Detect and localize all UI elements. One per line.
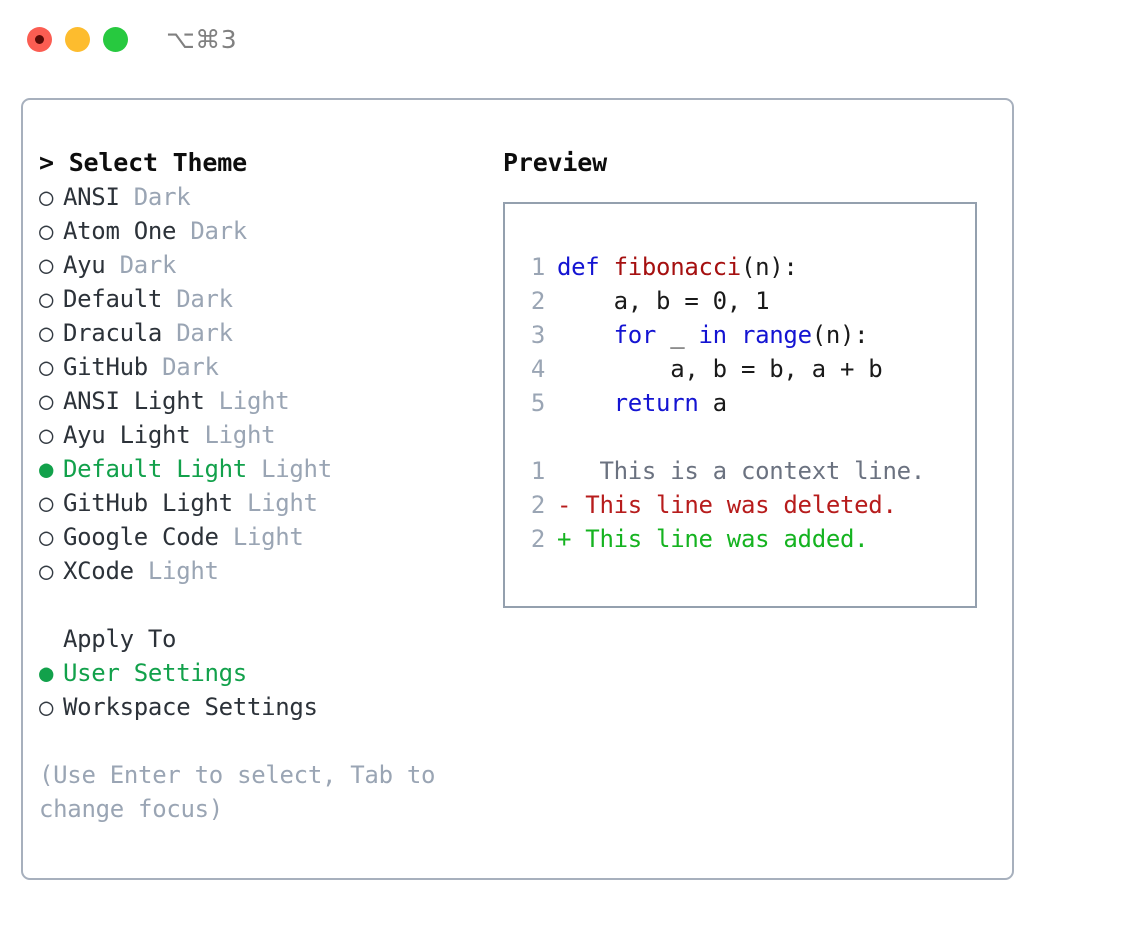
- apply-to-option-label: User Settings: [63, 659, 247, 687]
- radio-icon: ○: [39, 183, 54, 211]
- code-line: 4 a, b = b, a + b: [517, 352, 969, 386]
- diff-content: - This line was deleted.: [557, 491, 897, 519]
- apply-to-option-user-settings[interactable]: ● User Settings: [39, 656, 479, 690]
- theme-list-header: > Select Theme: [39, 148, 247, 177]
- code-content: return a: [613, 389, 728, 417]
- main-panel: > Select Theme ○ ANSI Dark ○ Atom One Da…: [21, 98, 1014, 880]
- theme-list-item[interactable]: ○ GitHub Light Light: [39, 486, 479, 520]
- line-number: 1: [530, 253, 545, 281]
- theme-category: Dark: [119, 251, 177, 279]
- radio-icon: ○: [39, 421, 54, 449]
- theme-name: Google Code: [63, 523, 219, 551]
- theme-category: Dark: [190, 217, 247, 245]
- code-line: 5 return a: [517, 386, 969, 420]
- radio-icon: ○: [39, 319, 54, 347]
- minimize-window-button[interactable]: [65, 26, 90, 52]
- preview-box: 1 def fibonacci(n): 2 a, b = 0, 1 3 for …: [503, 202, 977, 608]
- apply-to-label: Apply To: [63, 625, 177, 653]
- theme-name: Ayu Light: [63, 421, 191, 449]
- theme-category: Light: [147, 557, 219, 585]
- diff-content: This is a context line.: [571, 457, 925, 485]
- theme-name: Default: [63, 285, 163, 313]
- keyboard-hint-text: (Use Enter to select, Tab to change focu…: [39, 761, 436, 823]
- close-window-button[interactable]: [27, 26, 52, 52]
- code-line: 2 a, b = 0, 1: [517, 284, 969, 318]
- diff-line-deleted: 2 - This line was deleted.: [517, 488, 969, 522]
- theme-category: Dark: [176, 319, 233, 347]
- line-number: 5: [530, 389, 545, 417]
- theme-name: GitHub Light: [63, 489, 233, 517]
- code-content: a, b = b, a + b: [557, 355, 883, 383]
- theme-list-item[interactable]: ○ ANSI Dark: [39, 180, 479, 214]
- theme-list-item[interactable]: ○ Dracula Dark: [39, 316, 479, 350]
- line-number: 2: [530, 491, 545, 519]
- theme-category: Light: [204, 421, 276, 449]
- theme-list-item[interactable]: ○ Atom One Dark: [39, 214, 479, 248]
- radio-icon-selected: ●: [39, 659, 54, 687]
- theme-category: Dark: [133, 183, 191, 211]
- radio-icon: ○: [39, 251, 54, 279]
- code-line: 3 for _ in range(n):: [517, 318, 969, 352]
- maximize-window-button[interactable]: [103, 26, 128, 52]
- theme-category: Light: [246, 489, 318, 517]
- theme-name: Default Light: [63, 455, 247, 483]
- diff-content: + This line was added.: [557, 525, 869, 553]
- theme-category: Light: [261, 455, 332, 483]
- line-number: 2: [530, 287, 545, 315]
- theme-list-item[interactable]: ○ Ayu Dark: [39, 248, 479, 282]
- radio-icon: ○: [39, 387, 54, 415]
- preview-column: Preview 1 def fibonacci(n): 2 a, b = 0, …: [503, 146, 993, 608]
- preview-title: Preview: [503, 148, 607, 177]
- apply-to-option-workspace-settings[interactable]: ○ Workspace Settings: [39, 690, 479, 724]
- theme-name: Dracula: [63, 319, 163, 347]
- line-number: 4: [530, 355, 545, 383]
- theme-name: Ayu: [63, 251, 106, 279]
- radio-icon: ○: [39, 523, 54, 551]
- traffic-light-group: [27, 26, 128, 52]
- line-number: 2: [530, 525, 545, 553]
- radio-icon-selected: ●: [39, 455, 54, 483]
- line-number: 1: [530, 457, 545, 485]
- code-line: 1 def fibonacci(n):: [517, 250, 969, 284]
- theme-name: XCode: [63, 557, 134, 585]
- theme-name: GitHub: [63, 353, 148, 381]
- window-shortcut-label: ⌥⌘3: [166, 24, 238, 54]
- code-preview: 1 def fibonacci(n): 2 a, b = 0, 1 3 for …: [517, 250, 969, 556]
- theme-list-item[interactable]: ○ Ayu Light Light: [39, 418, 479, 452]
- window-titlebar: ⌥⌘3: [0, 0, 1140, 78]
- line-number: 3: [530, 321, 545, 349]
- radio-icon: ○: [39, 489, 54, 517]
- theme-name: ANSI: [63, 183, 120, 211]
- theme-name: ANSI Light: [63, 387, 205, 415]
- theme-category: Dark: [176, 285, 233, 313]
- theme-list-item[interactable]: ○ Google Code Light: [39, 520, 479, 554]
- theme-name: Atom One: [63, 217, 177, 245]
- code-content: def fibonacci(n):: [557, 253, 798, 281]
- apply-to-option-label: Workspace Settings: [63, 693, 318, 721]
- code-content: a, b = 0, 1: [557, 287, 770, 315]
- radio-icon: ○: [39, 217, 54, 245]
- diff-line-context: 1 This is a context line.: [517, 454, 969, 488]
- theme-list-item[interactable]: ○ Default Dark: [39, 282, 479, 316]
- theme-category: Dark: [162, 353, 219, 381]
- list-spacer: [39, 588, 479, 622]
- radio-icon: ○: [39, 693, 54, 721]
- radio-icon: ○: [39, 557, 54, 585]
- diff-line-added: 2 + This line was added.: [517, 522, 969, 556]
- theme-category: Light: [232, 523, 304, 551]
- theme-list-item[interactable]: ○ ANSI Light Light: [39, 384, 479, 418]
- theme-list-item[interactable]: ○ XCode Light: [39, 554, 479, 588]
- theme-list-column: > Select Theme ○ ANSI Dark ○ Atom One Da…: [39, 146, 479, 826]
- code-content: for _ in range(n):: [613, 321, 869, 349]
- theme-list-item-selected[interactable]: ● Default Light Light: [39, 452, 479, 486]
- theme-list-item[interactable]: ○ GitHub Dark: [39, 350, 479, 384]
- radio-icon: ○: [39, 285, 54, 313]
- radio-icon: ○: [39, 353, 54, 381]
- code-diff-spacer: [517, 420, 969, 454]
- theme-category: Light: [218, 387, 290, 415]
